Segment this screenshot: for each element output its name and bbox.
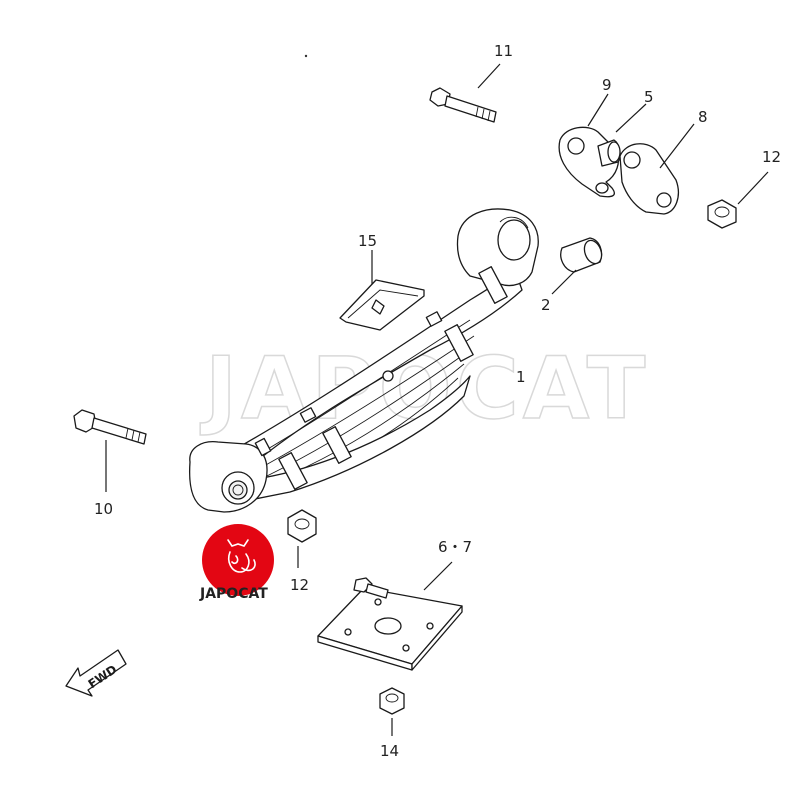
spring-pad[interactable] xyxy=(339,279,425,331)
callout-15: 15 xyxy=(358,232,377,250)
logo-text: JAPOCAT xyxy=(199,586,268,602)
rear-spring-eye xyxy=(456,208,539,287)
shackle-pin[interactable] xyxy=(597,139,621,167)
callout-8: 8 xyxy=(698,108,708,126)
callout-10: 10 xyxy=(94,500,113,518)
callout-labels: 1 2 5 6・7 8 9 10 11 12 12 14 15 xyxy=(94,42,781,760)
callout-1: 1 xyxy=(516,368,526,386)
stray-mark xyxy=(304,54,308,58)
bush[interactable] xyxy=(560,237,605,273)
callout-11: 11 xyxy=(494,42,513,60)
seat-nut[interactable] xyxy=(379,687,405,715)
shackle-plate-outer[interactable] xyxy=(619,143,679,215)
callout-12-upper: 12 xyxy=(762,148,781,166)
shackle-bolt[interactable] xyxy=(429,87,497,123)
cat-icon xyxy=(227,539,256,573)
front-bolt[interactable] xyxy=(73,409,147,445)
callout-2: 2 xyxy=(541,296,551,314)
spring-clips xyxy=(254,266,508,490)
forward-direction-indicator: FWD xyxy=(65,649,127,697)
nut-upper[interactable] xyxy=(707,199,737,229)
japocat-logo: JAPOCAT xyxy=(199,524,274,602)
callout-5: 5 xyxy=(644,88,654,106)
leader-lines xyxy=(105,63,769,736)
callout-12-lower: 12 xyxy=(290,576,309,594)
leaf-spring-assembly[interactable] xyxy=(188,208,539,513)
nut-lower[interactable] xyxy=(287,509,317,543)
front-spring-eye xyxy=(188,441,268,513)
callout-14: 14 xyxy=(380,742,399,760)
spring-seat-plate[interactable] xyxy=(317,577,463,671)
callout-9: 9 xyxy=(602,76,612,94)
callout-6-7: 6・7 xyxy=(438,538,472,556)
